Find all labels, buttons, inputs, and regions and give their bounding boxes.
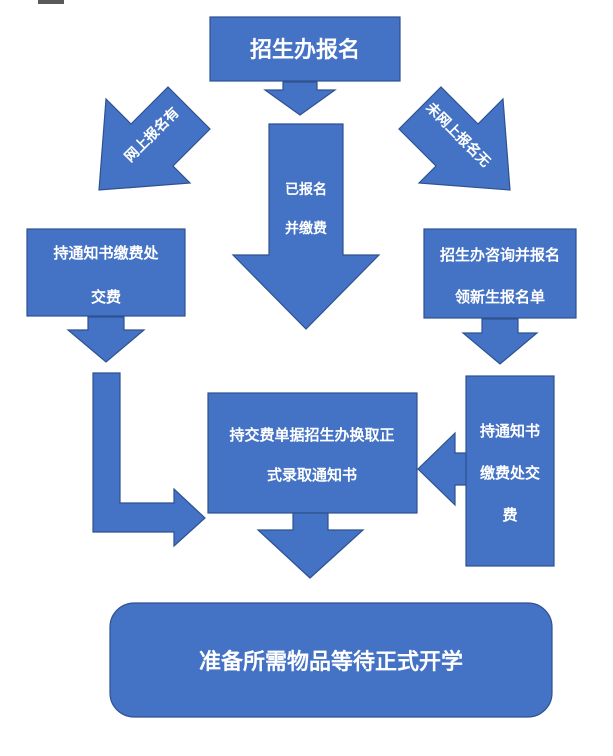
node-center: [207, 392, 418, 514]
node-right-lower-label-line2: 缴费处交: [480, 464, 540, 482]
node-top-label: 招生办报名: [250, 37, 360, 63]
node-bottom-label: 准备所需物品等待正式开学: [199, 649, 463, 675]
corner-mark: [38, 0, 64, 4]
arrow-left-down: [66, 316, 146, 363]
arrow-right-left: [417, 431, 472, 507]
arrow-center-label-line2: 并缴费: [285, 220, 327, 237]
node-left-label-line2: 交费: [91, 288, 121, 306]
node-bottom: [109, 602, 553, 718]
node-right-label-line2: 领新生报名单: [454, 288, 545, 306]
node-top: [209, 16, 401, 82]
arrow-right-diag: [398, 86, 511, 191]
arrow-center-bottom: [256, 512, 365, 579]
node-center-label-line1: 持交费单据招生办换取正: [229, 426, 394, 444]
arrow-left-diag: [98, 86, 211, 191]
node-left-label-line1: 持通知书缴费处: [53, 244, 159, 262]
node-left: [26, 228, 186, 317]
node-right-lower-label-line1: 持通知书: [480, 422, 540, 440]
arrow-center-label-line1: 已报名: [285, 181, 327, 198]
node-right-lower: [465, 375, 555, 567]
node-right: [423, 228, 577, 319]
node-right-label-line1: 招生办咨询并报名: [440, 246, 560, 264]
node-center-label-line2: 式录取通知书: [267, 466, 357, 484]
arrow-left-l: [92, 372, 206, 548]
node-right-lower-label-line3: 费: [502, 506, 517, 524]
arrow-right-down: [461, 318, 539, 365]
arrow-top-down: [263, 81, 337, 116]
arrow-center-down: [231, 123, 381, 330]
